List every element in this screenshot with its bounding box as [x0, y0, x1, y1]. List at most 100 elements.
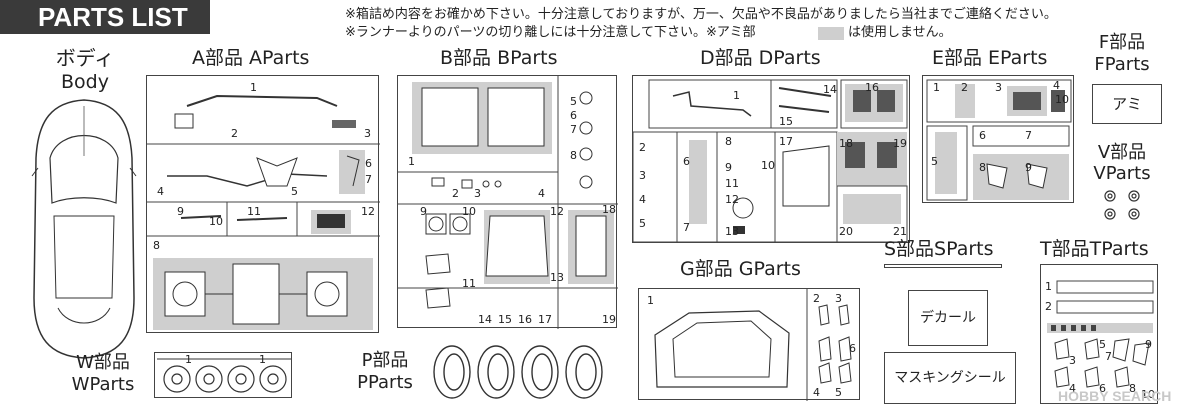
d-num: 21	[893, 225, 907, 238]
d-num: 16	[865, 81, 879, 94]
g-title: G部品 GParts	[680, 258, 801, 280]
b-num: 14	[478, 313, 492, 326]
a-num: 3	[364, 127, 371, 140]
w-title-jp: W部品	[76, 352, 130, 373]
d-num: 15	[779, 115, 793, 128]
b-num: 15	[498, 313, 512, 326]
a-num: 2	[231, 127, 238, 140]
a-num: 11	[247, 205, 261, 218]
masking-seal-box: マスキングシール	[884, 352, 1016, 404]
t-num: 5	[1099, 338, 1106, 351]
t-num: 1	[1045, 280, 1052, 293]
d-num: 11	[725, 177, 739, 190]
b-num: 11	[462, 277, 476, 290]
b-num: 4	[538, 187, 545, 200]
d-num: 9	[725, 161, 732, 174]
g-num: 5	[835, 386, 842, 399]
a-num: 4	[157, 185, 164, 198]
s-bar	[884, 264, 1002, 268]
body-title-en: Body	[61, 71, 109, 93]
e-num: 6	[979, 129, 986, 142]
g-num: 6	[849, 342, 856, 355]
d-num: 17	[779, 135, 793, 148]
b-num: 3	[474, 187, 481, 200]
body-illustration	[31, 99, 137, 359]
b-num: 18	[602, 203, 616, 216]
e-num: 3	[995, 81, 1002, 94]
a-num: 12	[361, 205, 375, 218]
b-num: 19	[602, 313, 616, 326]
t-num: 2	[1045, 300, 1052, 313]
d-num: 18	[839, 137, 853, 150]
b-num: 17	[538, 313, 552, 326]
b-num: 13	[550, 271, 564, 284]
t-num: 8	[1129, 382, 1136, 395]
b-num: 7	[570, 123, 577, 136]
t-num: 9	[1145, 338, 1152, 351]
d-num: 7	[683, 221, 690, 234]
body-title-jp: ボディ	[55, 46, 115, 70]
w-num: 1	[185, 353, 192, 366]
t-num: 10	[1141, 388, 1155, 401]
d-num: 3	[639, 169, 646, 182]
page-title: PARTS LIST	[0, 0, 210, 34]
e-num: 5	[931, 155, 938, 168]
d-num: 4	[639, 193, 646, 206]
d-sprue: 1 2 3 4 5 6 7 8 9 10 11 12 13 14 15 16 1…	[632, 75, 910, 243]
b-num: 10	[462, 205, 476, 218]
d-num: 1	[733, 89, 740, 102]
b-num: 9	[420, 205, 427, 218]
v-title-en: VParts	[1093, 163, 1151, 184]
a-num: 1	[250, 81, 257, 94]
b-num: 5	[570, 95, 577, 108]
w-title-en: WParts	[71, 374, 135, 395]
d-title: D部品 DParts	[700, 47, 821, 69]
b-title: B部品 BParts	[440, 47, 558, 69]
b-num: 8	[570, 149, 577, 162]
a-title: A部品 AParts	[192, 47, 310, 69]
e-num: 10	[1055, 93, 1069, 106]
t-num: 7	[1105, 350, 1112, 363]
note-line-2a: ※ランナーよりのパーツの切り離しには十分注意して下さい。※アミ部	[345, 25, 756, 40]
d-num: 12	[725, 193, 739, 206]
e-num: 4	[1053, 79, 1060, 92]
g-sprue: 1 2 3 4 5 6	[638, 288, 860, 401]
w-sprue: 1 1	[154, 352, 292, 398]
b-num: 6	[570, 109, 577, 122]
b-num: 12	[550, 205, 564, 218]
a-num: 10	[209, 215, 223, 228]
e-title: E部品 EParts	[932, 47, 1048, 69]
d-num: 19	[893, 137, 907, 150]
v-title-jp: V部品	[1097, 142, 1147, 163]
a-num: 5	[291, 185, 298, 198]
b-num: 2	[452, 187, 459, 200]
s-title: S部品SParts	[884, 238, 994, 260]
t-num: 6	[1099, 382, 1106, 395]
a-sprue: 1 2 3 4 5 6 7 8 9 10 11 12	[146, 75, 380, 333]
a-num: 6	[365, 157, 372, 170]
d-num: 8	[725, 135, 732, 148]
p-tires-illustration	[433, 345, 603, 399]
note-line-1: ※箱詰め内容をお確かめ下さい。十分注意しておりますが、万一、欠品や不良品がありま…	[345, 7, 1057, 22]
b-num: 1	[408, 155, 415, 168]
d-num: 14	[823, 83, 837, 96]
w-num: 1	[259, 353, 266, 366]
t-num: 4	[1069, 382, 1076, 395]
d-num: 13	[725, 225, 739, 238]
e-sprue: 1 2 3 4 5 6 7 8 9 10	[922, 75, 1074, 203]
t-sprue: 1 2 3 4 5 6 7 8 9 10	[1040, 264, 1158, 404]
e-num: 1	[933, 81, 940, 94]
e-num: 9	[1025, 161, 1032, 174]
d-num: 5	[639, 217, 646, 230]
p-title-en: PParts	[357, 372, 413, 393]
b-num: 16	[518, 313, 532, 326]
f-title-jp: F部品	[1098, 32, 1146, 53]
p-title-jp: P部品	[361, 350, 409, 371]
t-num: 3	[1069, 354, 1076, 367]
d-num: 20	[839, 225, 853, 238]
t-title: T部品TParts	[1040, 238, 1149, 260]
g-num: 1	[647, 294, 654, 307]
f-label-box: アミ	[1092, 84, 1162, 124]
a-num: 9	[177, 205, 184, 218]
g-num: 2	[813, 292, 820, 305]
